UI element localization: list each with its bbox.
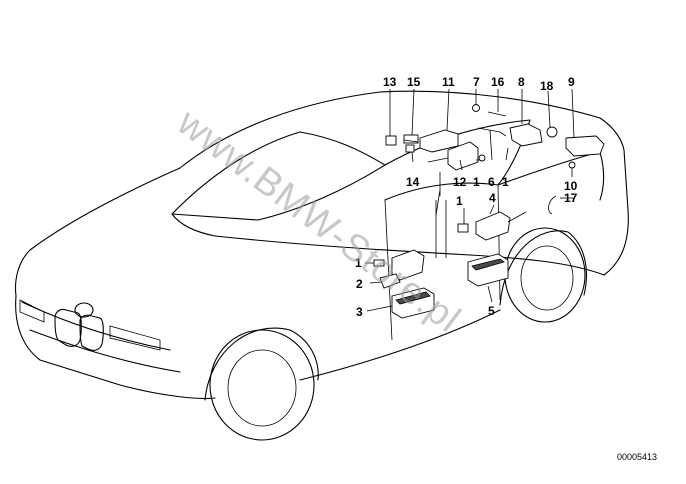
callout-2: 2 bbox=[356, 277, 363, 291]
part-10 bbox=[568, 161, 576, 169]
part-5 bbox=[467, 253, 509, 287]
callout-4: 4 bbox=[489, 191, 496, 205]
callout-1-upper-right: 1 bbox=[502, 175, 509, 189]
callout-labels: 13 15 11 7 16 8 18 9 14 12 1 6 1 10 17 1… bbox=[355, 75, 578, 319]
parts bbox=[373, 104, 605, 319]
part-2 bbox=[391, 249, 425, 281]
part-12 bbox=[447, 141, 479, 171]
callout-10: 10 bbox=[564, 179, 578, 193]
callout-1-upper-left: 1 bbox=[473, 175, 480, 189]
part-1c bbox=[457, 223, 469, 233]
part-4 bbox=[475, 211, 511, 241]
callout-17: 17 bbox=[564, 191, 578, 205]
part-13 bbox=[385, 135, 397, 146]
callout-12: 12 bbox=[453, 175, 467, 189]
callout-16: 16 bbox=[491, 75, 505, 89]
part-14 bbox=[405, 144, 415, 153]
leader-lines bbox=[365, 88, 575, 312]
callout-1-lower: 1 bbox=[355, 256, 362, 270]
part-6 bbox=[477, 127, 501, 133]
callout-3: 3 bbox=[356, 305, 363, 319]
diagram-part-number: 00005413 bbox=[617, 452, 657, 462]
callout-14: 14 bbox=[406, 175, 420, 189]
part-1a bbox=[478, 154, 486, 162]
callout-7: 7 bbox=[473, 75, 480, 89]
callout-1-middle: 1 bbox=[456, 194, 463, 208]
callout-11: 11 bbox=[442, 75, 455, 89]
part-17 bbox=[548, 195, 557, 215]
part-15 bbox=[403, 134, 419, 144]
part-9 bbox=[565, 135, 605, 157]
part-16 bbox=[487, 111, 507, 117]
callout-18: 18 bbox=[540, 79, 554, 93]
part-7 bbox=[472, 104, 480, 112]
callout-6: 6 bbox=[488, 175, 495, 189]
callout-5: 5 bbox=[488, 304, 495, 318]
part-8 bbox=[509, 123, 543, 147]
callout-15: 15 bbox=[407, 75, 421, 89]
callout-13: 13 bbox=[383, 75, 397, 89]
callout-8: 8 bbox=[518, 75, 525, 89]
car-outline bbox=[14, 90, 629, 441]
part-18 bbox=[546, 126, 558, 138]
callout-9: 9 bbox=[568, 75, 575, 89]
